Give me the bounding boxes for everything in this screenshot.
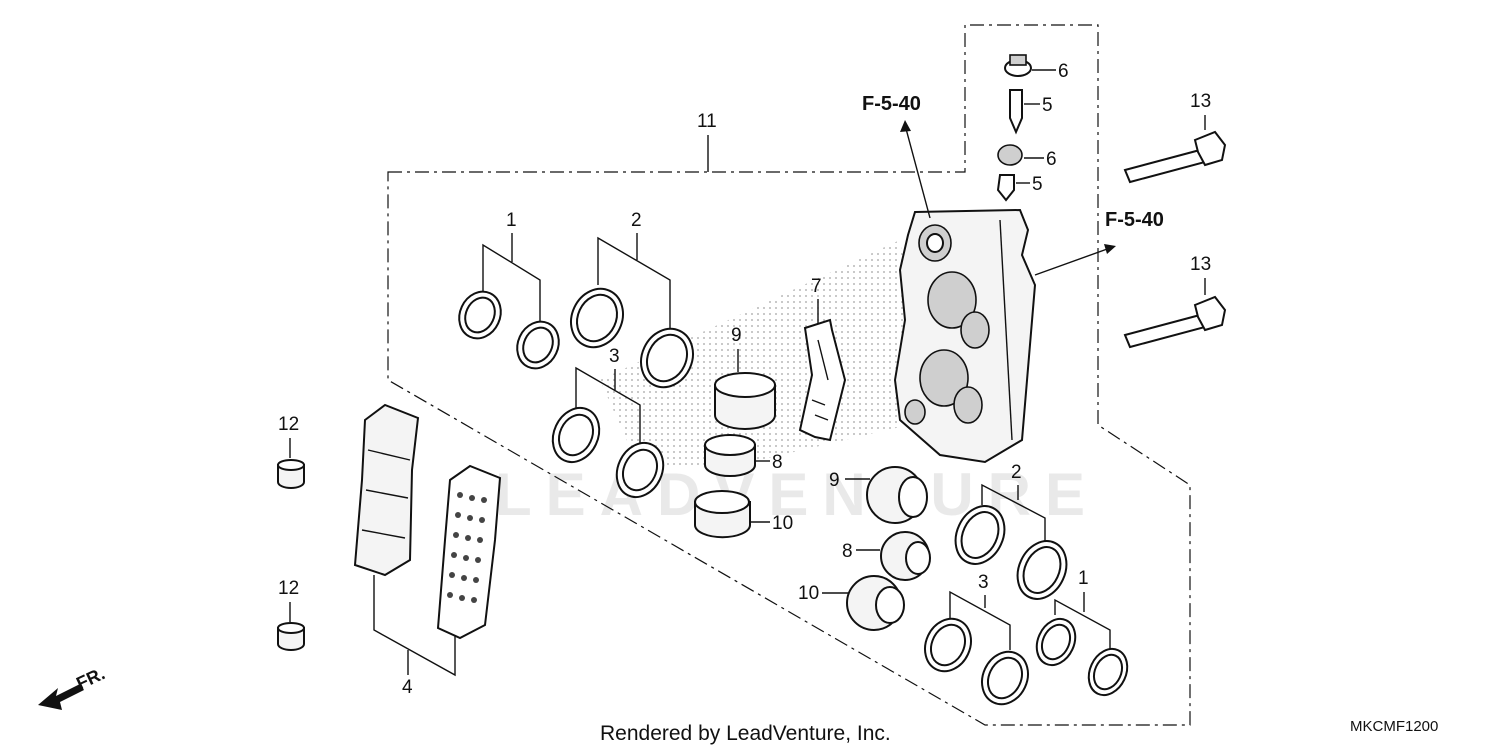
callout-9b: 9	[829, 470, 840, 491]
callout-10b: 10	[798, 583, 819, 604]
callout-6: 6	[1058, 61, 1069, 82]
mounting-bolt-13-lower: 13	[1123, 254, 1227, 349]
reference-right: F-5-40	[1105, 209, 1164, 231]
bleeder-screw-5-lower: 5	[996, 174, 1043, 202]
callout-5b: 5	[1032, 174, 1043, 195]
seal-ring-2-lower: 2	[954, 462, 1068, 600]
callout-11: 11	[697, 111, 717, 132]
callout-12: 12	[278, 414, 299, 435]
piston-10-upper: 10	[694, 490, 793, 539]
callout-10: 10	[772, 513, 793, 534]
callout-3: 3	[609, 346, 620, 367]
brake-pad-4: 4	[353, 403, 502, 698]
bleeder-cap-6-upper: 6	[1004, 54, 1069, 82]
callout-3b: 3	[978, 572, 989, 593]
seal-ring-1-lower: 1	[1035, 568, 1129, 697]
assembly-boundary	[387, 24, 1191, 726]
callout-7: 7	[811, 276, 822, 297]
bleeder-screw-5-upper: 5	[1009, 89, 1053, 135]
piston-10-lower: 10	[798, 575, 905, 631]
caliper-body	[893, 208, 1037, 464]
mounting-bolt-13-upper: 13	[1123, 91, 1227, 184]
hatch-shading	[600, 240, 930, 470]
piston-8-lower: 8	[842, 531, 931, 581]
piston-9-upper: 9	[714, 325, 776, 430]
callout-9: 9	[731, 325, 742, 346]
callout-13b: 13	[1190, 254, 1211, 275]
diagram-code: MKCMF1200	[1350, 718, 1438, 735]
piston-8-upper: 8	[704, 434, 783, 477]
front-direction-arrow: FR.	[38, 663, 108, 710]
seal-ring-2-upper: 2	[570, 210, 694, 389]
seal-ring-3-upper: 3	[551, 346, 665, 499]
piston-9-lower: 9	[829, 466, 928, 524]
seal-ring-3-lower: 3	[924, 572, 1029, 706]
callout-5: 5	[1042, 95, 1053, 116]
footer-credit: Rendered by LeadVenture, Inc.	[600, 722, 891, 745]
callout-1b: 1	[1078, 568, 1089, 589]
callout-1: 1	[506, 210, 517, 231]
callout-4: 4	[402, 677, 413, 698]
callout-6b: 6	[1046, 149, 1057, 170]
callout-2b: 2	[1011, 462, 1022, 483]
reference-top: F-5-40	[862, 93, 921, 115]
callout-13: 13	[1190, 91, 1211, 112]
collar-12-upper: 12	[277, 414, 305, 489]
seal-ring-1-upper: 1	[458, 210, 560, 370]
callout-12b: 12	[278, 578, 299, 599]
pad-spring-7: 7	[798, 276, 847, 442]
callout-2: 2	[631, 210, 642, 231]
collar-12-lower: 12	[277, 578, 305, 651]
bleeder-cap-6-lower: 6	[997, 144, 1057, 170]
callout-8: 8	[772, 452, 783, 473]
callout-8b: 8	[842, 541, 853, 562]
